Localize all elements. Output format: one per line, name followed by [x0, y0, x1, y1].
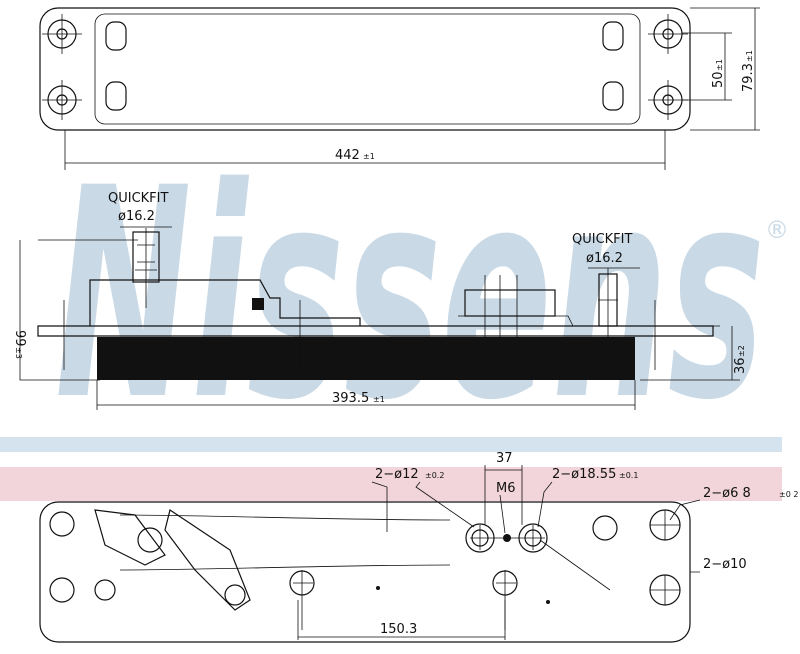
svg-text:±0.1: ±0.1 — [619, 471, 638, 480]
svg-text:±1: ±1 — [715, 59, 724, 71]
svg-text:2−ø6 8: 2−ø6 8 — [703, 486, 751, 501]
svg-text:±3: ±3 — [14, 347, 23, 359]
top-view: 442±1 50±1 79.3±1 — [39, 7, 760, 170]
svg-text:QUICKFIT: QUICKFIT — [572, 232, 632, 247]
svg-text:QUICKFIT: QUICKFIT — [108, 191, 168, 206]
svg-text:®: ® — [765, 216, 789, 244]
svg-text:±0.2: ±0.2 — [425, 471, 444, 480]
svg-text:37: 37 — [496, 451, 513, 466]
svg-text:M6: M6 — [496, 481, 516, 496]
svg-text:±1: ±1 — [363, 152, 375, 161]
svg-text:393.5: 393.5 — [332, 391, 369, 406]
nissens-watermark: Nissens ® — [0, 127, 789, 501]
blue-band — [0, 437, 782, 452]
svg-text:2−ø10: 2−ø10 — [703, 557, 747, 572]
svg-text:442: 442 — [335, 148, 360, 163]
bottom-view: 37 2−ø12±0.2 M6 2−ø18.55±0.1 2−ø6 8±0 2 … — [39, 451, 798, 643]
svg-text:±2: ±2 — [737, 345, 746, 357]
svg-text:ø16.2: ø16.2 — [586, 251, 623, 266]
svg-text:2−ø18.55: 2−ø18.55 — [552, 467, 616, 482]
svg-text:±1: ±1 — [745, 50, 754, 62]
svg-text:±0 2: ±0 2 — [779, 490, 798, 499]
svg-text:±1: ±1 — [373, 395, 385, 404]
svg-text:150.3: 150.3 — [380, 622, 417, 637]
svg-text:79.3: 79.3 — [741, 63, 756, 92]
svg-text:2−ø12: 2−ø12 — [375, 467, 419, 482]
svg-text:ø16.2: ø16.2 — [118, 209, 155, 224]
svg-text:50: 50 — [711, 71, 726, 88]
svg-text:Nissens: Nissens — [55, 127, 765, 464]
svg-text:36: 36 — [733, 357, 748, 374]
svg-text:99: 99 — [12, 330, 27, 347]
side-view: QUICKFIT ø16.2 QUICKFIT ø16.2 99±3 36±2 … — [12, 191, 748, 410]
bolt-icon — [42, 14, 688, 120]
pink-band — [0, 467, 782, 501]
